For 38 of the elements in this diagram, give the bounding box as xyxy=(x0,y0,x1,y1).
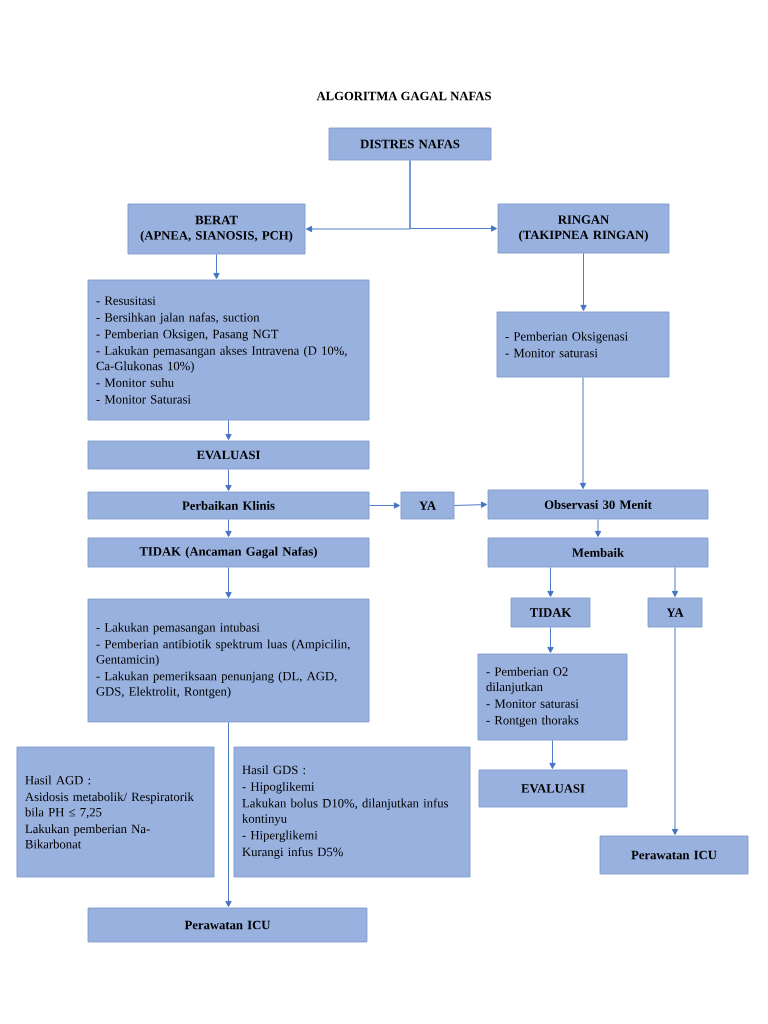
arrow xyxy=(225,419,232,441)
arrow xyxy=(225,721,232,908)
process-box: Membaik xyxy=(487,537,709,568)
step-list-box: Hasil AGD : Asidosis metabolik/ Respiratorik bila PH ≤ 7,25 Lakukan pemberian Na-Bikarbonat xyxy=(16,746,215,878)
process-box: EVALUASI xyxy=(87,440,370,470)
step-list-box: - Lakukan pemasangan intubasi - Pemberian antibiotik spektrum luas (Ampicilin, Gentamicin) - Lakukan pemeriksaan penunjang (DL, AGD, GDS, Elektrolit, Rontgen) xyxy=(87,598,370,723)
process-box: BERAT (APNEA, SIANOSIS, PCH) xyxy=(127,203,306,255)
process-box: RINGAN (TAKIPNEA RINGAN) xyxy=(497,203,670,254)
process-box: DISTRES NAFAS xyxy=(328,127,492,161)
arrow xyxy=(671,566,679,597)
process-box: Observasi 30 Menit xyxy=(487,489,709,520)
arrow xyxy=(409,159,498,232)
step-list-box: - Resusitasi - Bersihkan jalan nafas, suction - Pemberian Oksigen, Pasang NGT - Lakukan pemasangan akses Intravena (D 10%, Ca-Glukonas 10%) - Monitor suhu - Monitor Saturasi xyxy=(87,279,370,421)
process-box: Perawatan ICU xyxy=(87,907,368,943)
arrow xyxy=(368,502,400,509)
arrow xyxy=(579,376,587,489)
arrow xyxy=(594,518,602,537)
arrow xyxy=(225,566,232,599)
arrow xyxy=(547,626,554,654)
decision-box: YA xyxy=(647,597,703,628)
arrow xyxy=(547,566,554,597)
process-box: EVALUASI xyxy=(478,769,628,808)
arrow xyxy=(453,501,488,508)
step-list-box: - Pemberian Oksigenasi - Monitor saturasi xyxy=(496,311,670,378)
arrow xyxy=(225,468,232,492)
step-list-box: Hasil GDS : - Hipoglikemi Lakukan bolus D10%, dilanjutkan infus kontinyu - Hiperglikemi Kurangi infus D5% xyxy=(233,746,471,878)
process-box: Perawatan ICU xyxy=(599,835,749,875)
arrow xyxy=(549,739,556,769)
arrow xyxy=(225,518,232,537)
arrow xyxy=(213,253,220,280)
decision-box: TIDAK xyxy=(510,597,591,628)
arrow xyxy=(671,626,679,836)
process-box: TIDAK (Ancaman Gagal Nafas) xyxy=(87,537,370,568)
decision-box: YA xyxy=(400,491,455,520)
process-box: Perbaikan Klinis xyxy=(87,491,370,520)
arrow xyxy=(580,252,587,311)
step-list-box: - Pemberian O2 dilanjutkan - Monitor saturasi - Rontgen thoraks xyxy=(477,653,628,741)
title: ALGORITMA GAGAL NAFAS xyxy=(316,91,491,101)
